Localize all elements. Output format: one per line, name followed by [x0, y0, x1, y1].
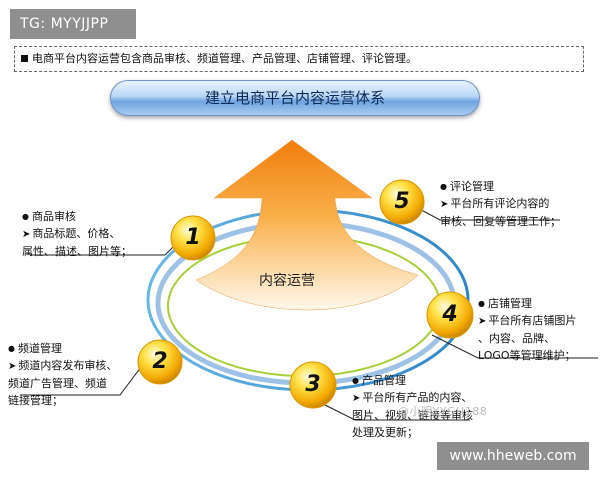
node-heading: 评论管理 — [440, 178, 561, 195]
growth-arrow — [195, 139, 419, 311]
node-text: LOGO等管理维护； — [478, 349, 576, 362]
page-title: 建立电商平台内容运营体系 — [110, 80, 480, 116]
node-text: 频道广告管理、频道 — [8, 377, 107, 390]
node-card-3: 产品管理 平台所有产品的内容、 图片、视频、链接等审核 处理及更新； — [352, 372, 473, 441]
node-text: 属性、描述、图片等； — [22, 245, 132, 258]
node-text: 处理及更新； — [352, 426, 418, 439]
node-text: 审核、回复等管理工作； — [440, 215, 561, 228]
ball-3 — [289, 361, 337, 409]
site-watermark: www.hheweb.com — [437, 442, 589, 470]
node-heading: 频道管理 — [8, 340, 117, 357]
node-text: 链接管理； — [8, 394, 63, 407]
tg-badge: TG: MYYJJPP — [10, 9, 136, 39]
ball-4 — [426, 291, 474, 339]
node-text: 频道内容发布审核、 — [8, 357, 117, 375]
node-text: 平台所有评论内容的 — [440, 195, 561, 213]
square-bullet-icon — [21, 55, 28, 62]
center-label: 内容运营 — [259, 273, 315, 289]
node-text: 、内容、品牌、 — [478, 332, 555, 345]
node-heading: 店铺管理 — [478, 295, 576, 312]
node-card-2: 频道管理 频道内容发布审核、 频道广告管理、频道 链接管理； — [8, 340, 117, 409]
node-text: 商品标题、价格、 — [22, 225, 132, 243]
node-number-2: 2 — [152, 349, 168, 374]
node-heading: 产品管理 — [352, 372, 473, 389]
leader-line-3 — [324, 404, 470, 421]
leader-line-4 — [431, 334, 598, 359]
node-number-5: 5 — [394, 189, 410, 214]
ball-1 — [170, 215, 216, 261]
intro-text: 电商平台内容运营包含商品审核、频道管理、产品管理、店铺管理、评论管理。 — [32, 52, 417, 65]
node-number-1: 1 — [185, 225, 201, 250]
node-text: 平台所有店铺图片 — [478, 312, 576, 330]
node-text: 图片、视频、链接等审核 — [352, 409, 473, 422]
node-card-4: 店铺管理 平台所有店铺图片 、内容、品牌、 LOGO等管理维护； — [478, 295, 576, 364]
faint-watermark: @小明YYGH188 — [398, 405, 488, 418]
node-card-1: 商品审核 商品标题、价格、 属性、描述、图片等； — [22, 208, 132, 260]
node-number-4: 4 — [442, 302, 458, 327]
intro-box: 电商平台内容运营包含商品审核、频道管理、产品管理、店铺管理、评论管理。 — [14, 46, 584, 72]
node-card-5: 评论管理 平台所有评论内容的 审核、回复等管理工作； — [440, 178, 561, 230]
node-heading: 商品审核 — [22, 208, 132, 225]
ball-2 — [137, 339, 183, 385]
node-number-3: 3 — [305, 372, 321, 397]
node-text: 平台所有产品的内容、 — [352, 389, 473, 407]
ball-5 — [379, 179, 425, 225]
